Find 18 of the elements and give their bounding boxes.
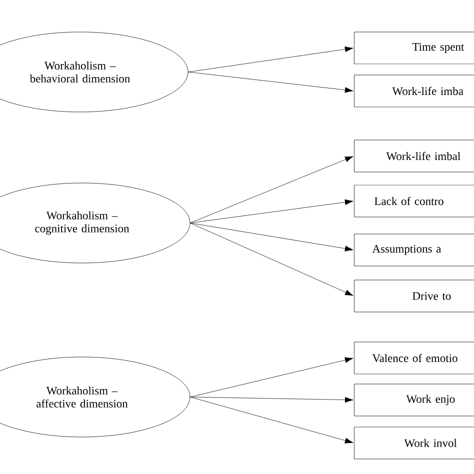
indicator-box: Time spent — [354, 32, 474, 64]
arrow — [188, 72, 354, 93]
indicator-box: Valence of emotio — [354, 342, 474, 374]
arrow — [190, 396, 354, 444]
indicator-box: Work invol — [354, 426, 474, 460]
indicator-box: Drive to — [354, 280, 474, 312]
indicator-box: Work enjo — [354, 384, 474, 416]
indicator-box: Lack of contro — [354, 184, 474, 218]
arrow — [190, 156, 354, 224]
arrow — [190, 396, 354, 403]
indicator-box: Assumptions a — [354, 234, 474, 266]
indicator-box: Work-life imba — [354, 74, 474, 108]
arrow — [190, 222, 354, 252]
arrow — [188, 46, 354, 72]
arrow — [190, 222, 354, 296]
indicator-box: Work-life imbal — [354, 140, 474, 172]
arrow — [190, 357, 354, 398]
arrow — [190, 199, 354, 224]
